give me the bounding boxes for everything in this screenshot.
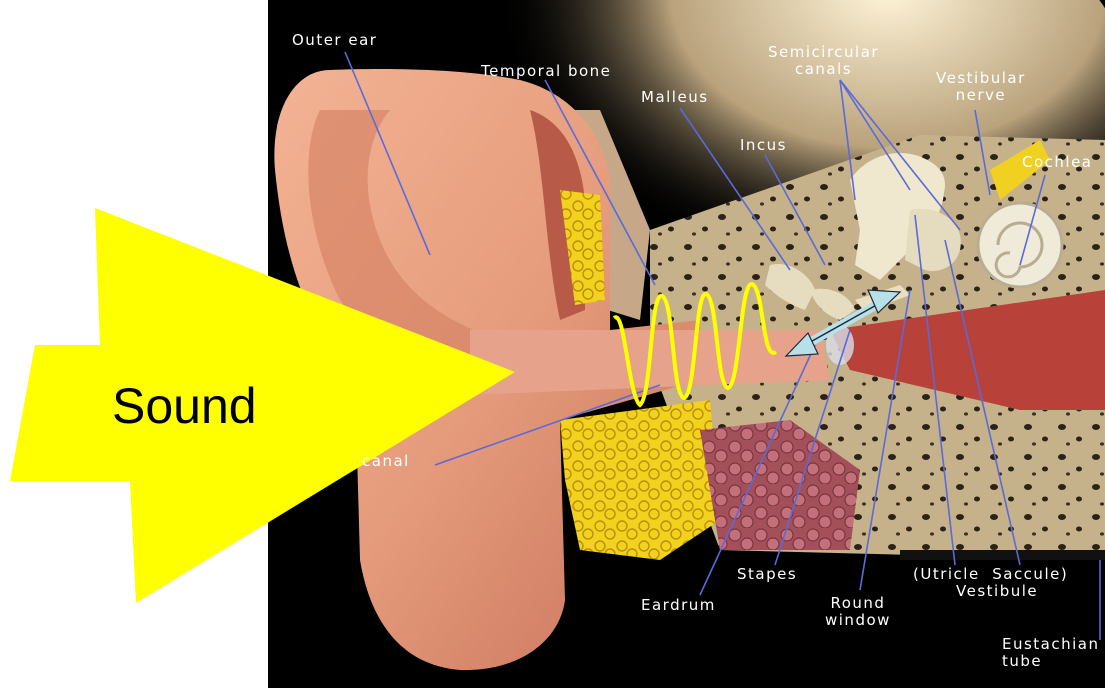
label-utricle-saccule: (Utricle Saccule) — [913, 566, 1068, 583]
label-vestibule: Vestibule — [956, 583, 1038, 600]
label-temporal-bone: Temporal bone — [481, 63, 611, 80]
bone-edge — [900, 550, 1105, 560]
cochlea-shape — [978, 203, 1062, 287]
label-round-window: Round window — [825, 595, 891, 629]
label-semicircular-canals: Semicircular canals — [768, 44, 879, 78]
label-eardrum: Eardrum — [641, 597, 716, 614]
label-vestibular-nerve: Vestibular nerve — [936, 70, 1026, 104]
label-incus: Incus — [740, 137, 787, 154]
cerumen-glands — [560, 400, 720, 560]
sound-arrow-label: Sound — [112, 378, 257, 434]
label-outer-ear: Outer ear — [292, 32, 377, 49]
label-eustachian-tube: Eustachian tube — [1002, 636, 1100, 670]
label-cochlea: Cochlea — [1022, 154, 1093, 171]
label-malleus: Malleus — [641, 89, 709, 106]
label-stapes: Stapes — [737, 566, 797, 583]
label-ear-canal: canal — [362, 453, 410, 470]
